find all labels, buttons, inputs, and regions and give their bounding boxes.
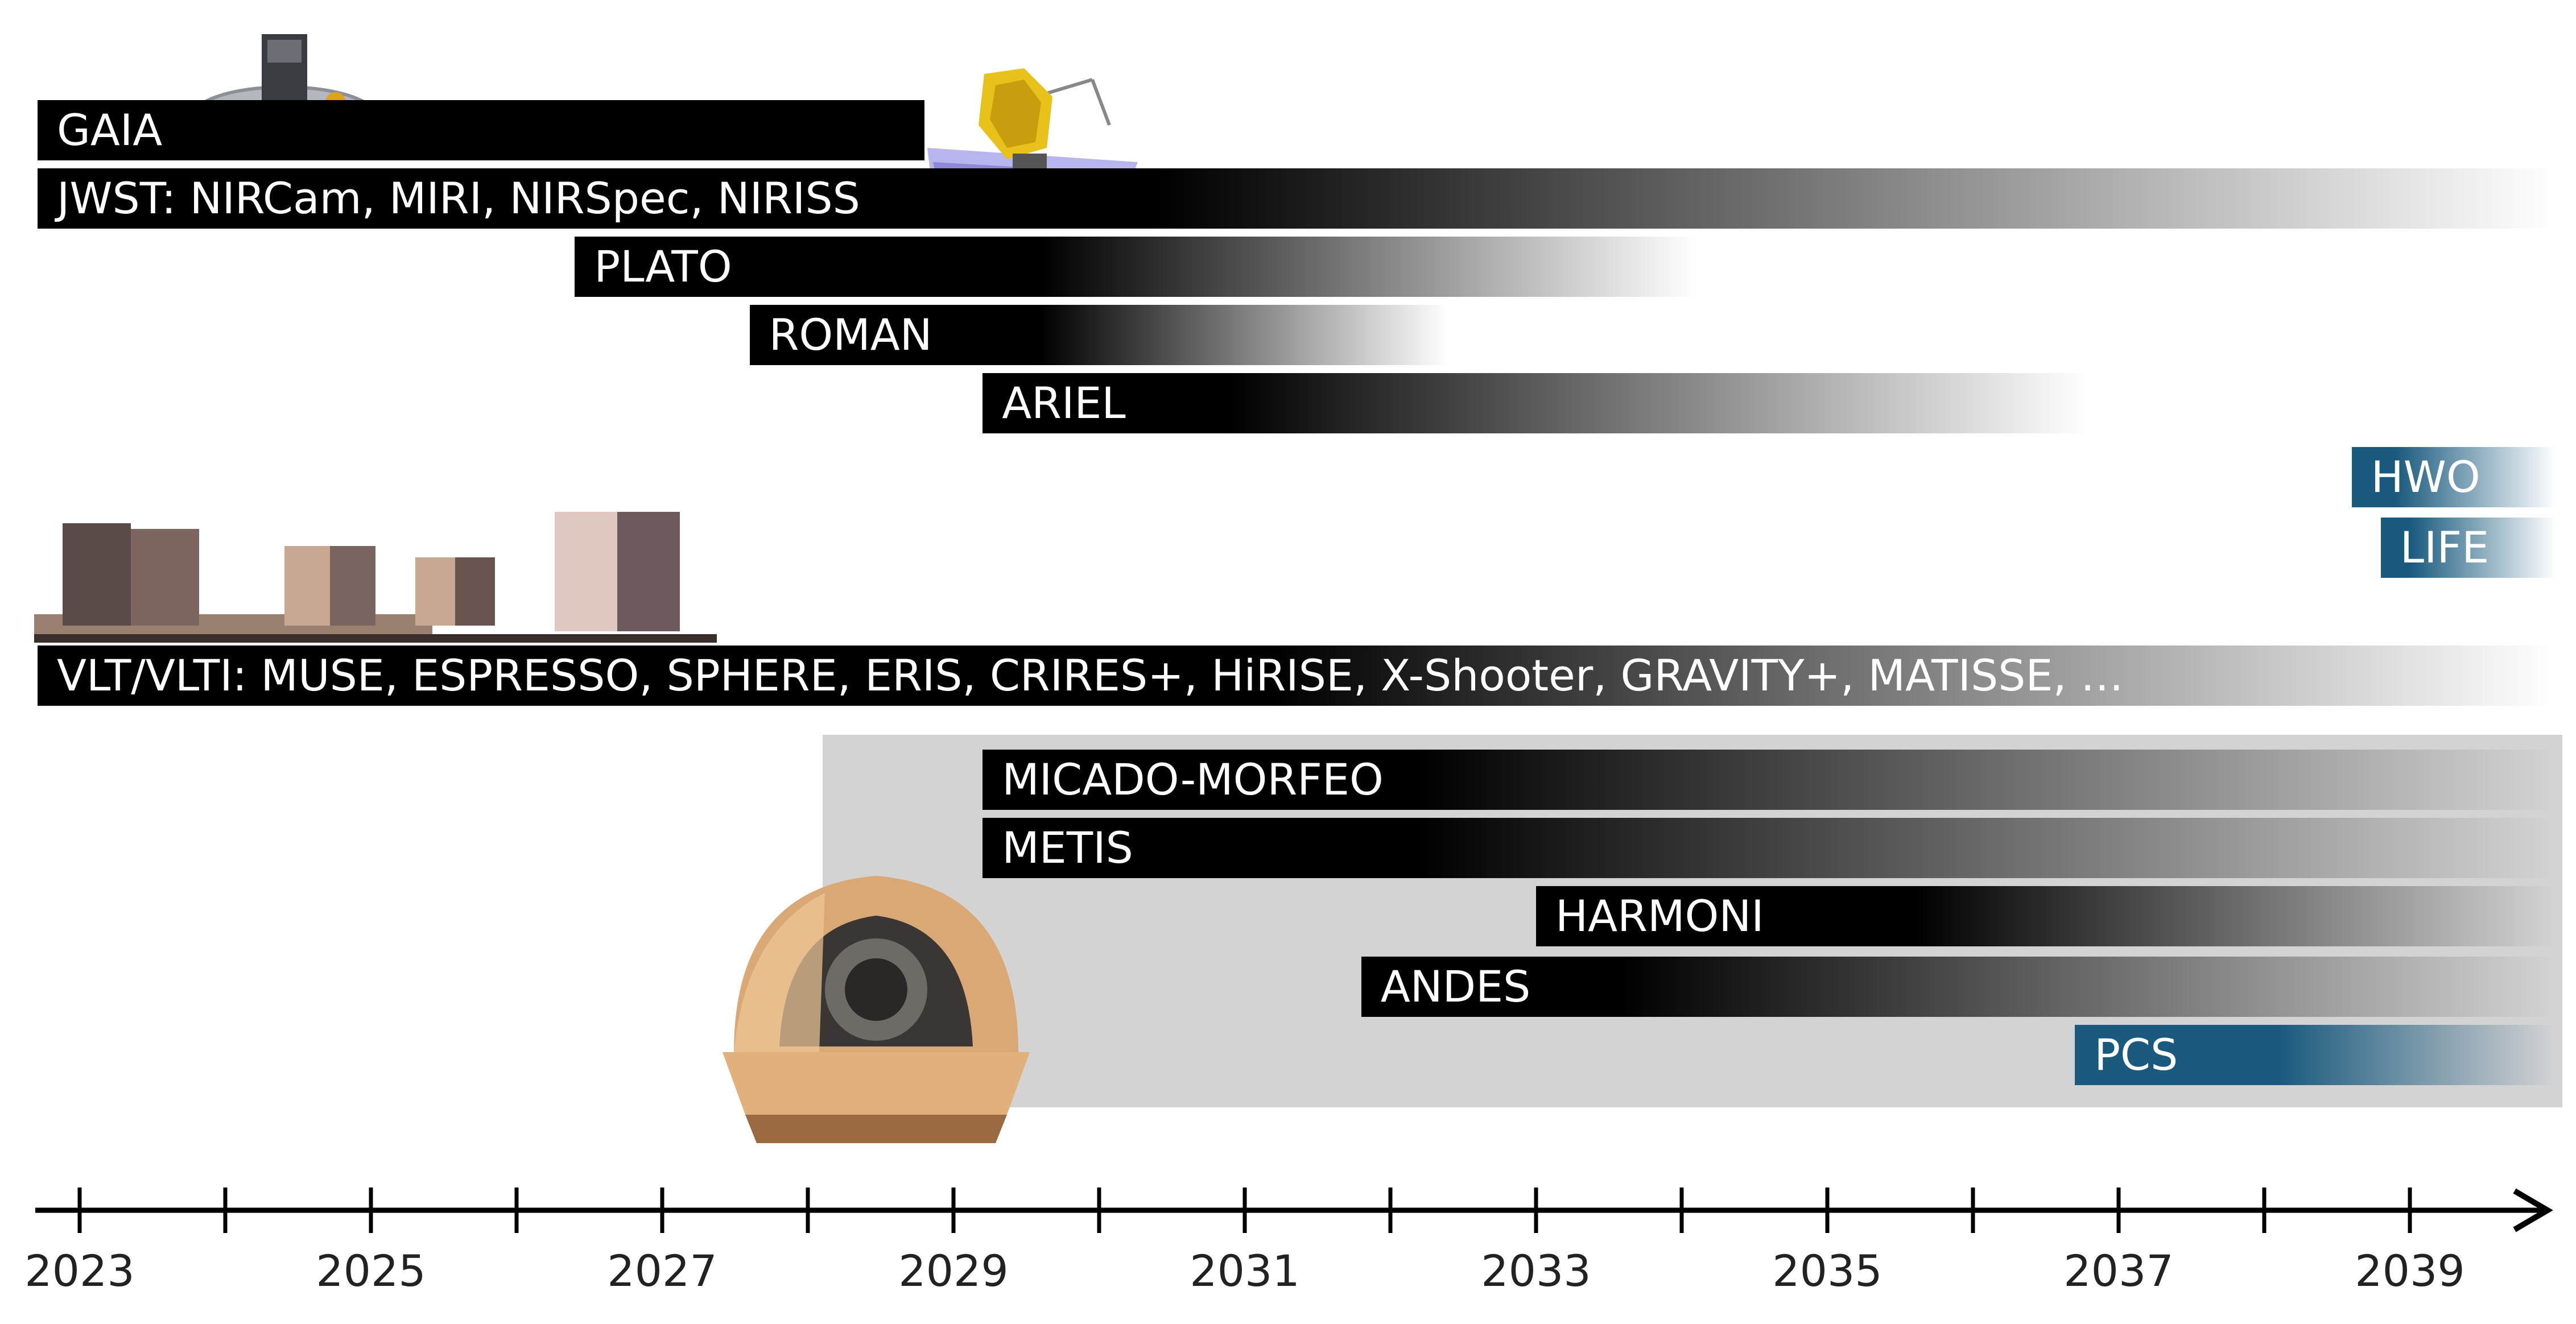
bar-gaia: GAIA bbox=[38, 100, 924, 160]
bar-jwst: JWST: NIRCam, MIRI, NIRSpec, NIRISS bbox=[38, 168, 2556, 229]
axis-tick-label: 2029 bbox=[898, 1246, 1009, 1296]
bar-andes: ANDES bbox=[1361, 957, 2556, 1017]
bar-micado: MICADO-MORFEO bbox=[982, 750, 2556, 810]
bar-pcs: PCS bbox=[2075, 1025, 2556, 1085]
bar-hwo: HWO bbox=[2351, 447, 2556, 507]
axis-tick-label: 2033 bbox=[1481, 1246, 1591, 1296]
axis-tick-label: 2023 bbox=[24, 1246, 135, 1296]
axis-tick-label: 2037 bbox=[2063, 1246, 2174, 1296]
axis-tick-label: 2027 bbox=[607, 1246, 717, 1296]
bar-life: LIFE bbox=[2380, 518, 2556, 578]
bar-harmoni: HARMONI bbox=[1536, 886, 2556, 946]
axis-tick-label: 2031 bbox=[1190, 1246, 1300, 1296]
vlt-telescopes-icon bbox=[34, 512, 717, 643]
axis-tick-label: 2039 bbox=[2355, 1246, 2465, 1296]
bar-metis: METIS bbox=[982, 818, 2556, 878]
axis-tick-label: 2035 bbox=[1772, 1246, 1883, 1296]
bar-vlt: VLT/VLTI: MUSE, ESPRESSO, SPHERE, ERIS, … bbox=[38, 646, 2556, 706]
axis-tick-label: 2025 bbox=[316, 1246, 426, 1296]
elt-dome-icon bbox=[723, 876, 1030, 1143]
bar-roman: ROMAN bbox=[749, 305, 1449, 365]
axis-arrow-icon bbox=[2513, 1188, 2553, 1232]
bar-plato: PLATO bbox=[575, 237, 1696, 297]
bar-ariel: ARIEL bbox=[982, 373, 2090, 433]
